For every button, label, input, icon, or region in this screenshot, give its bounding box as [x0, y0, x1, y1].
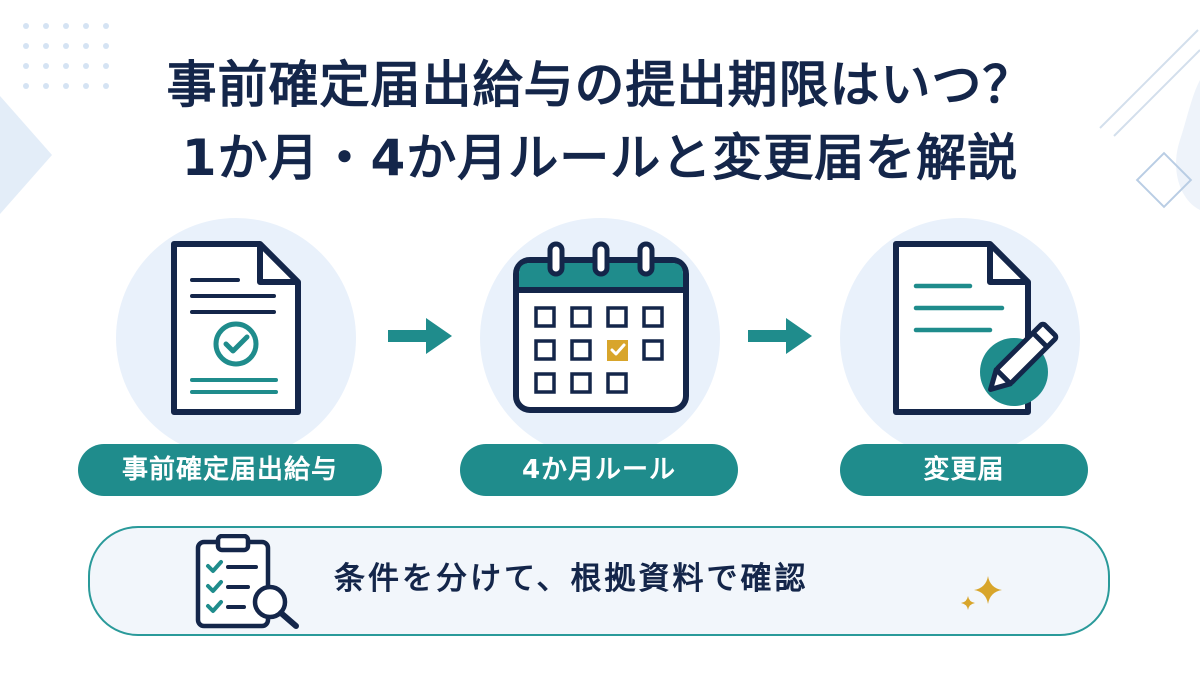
- step-2-label: 4か月ルール: [460, 444, 738, 496]
- dot-grid-decoration: [23, 23, 109, 89]
- calendar-check-icon: [513, 241, 689, 413]
- triangle-decoration: [0, 96, 52, 214]
- diagonal-lines-decoration: [1099, 29, 1200, 137]
- page-title-line-1: 事前確定届出給与の提出期限はいつ？: [166, 56, 1034, 114]
- diamond-decoration: [1135, 151, 1193, 209]
- arrow-right-icon: [388, 318, 452, 354]
- document-check-icon: [171, 241, 301, 415]
- arrow-right-icon: [748, 318, 812, 354]
- side-shape-decoration: [1176, 80, 1200, 210]
- step-1-label: 事前確定届出給与: [78, 444, 382, 496]
- note-text: 条件を分けて、根拠資料で確認: [334, 561, 809, 597]
- document-edit-icon: [893, 241, 1059, 415]
- clipboard-search-icon: [195, 534, 299, 629]
- sparkle-icon: [961, 576, 1002, 610]
- step-3-label: 変更届: [840, 444, 1088, 496]
- page-title-line-2: 1か月・4か月ルールと変更届を解説: [181, 129, 1019, 187]
